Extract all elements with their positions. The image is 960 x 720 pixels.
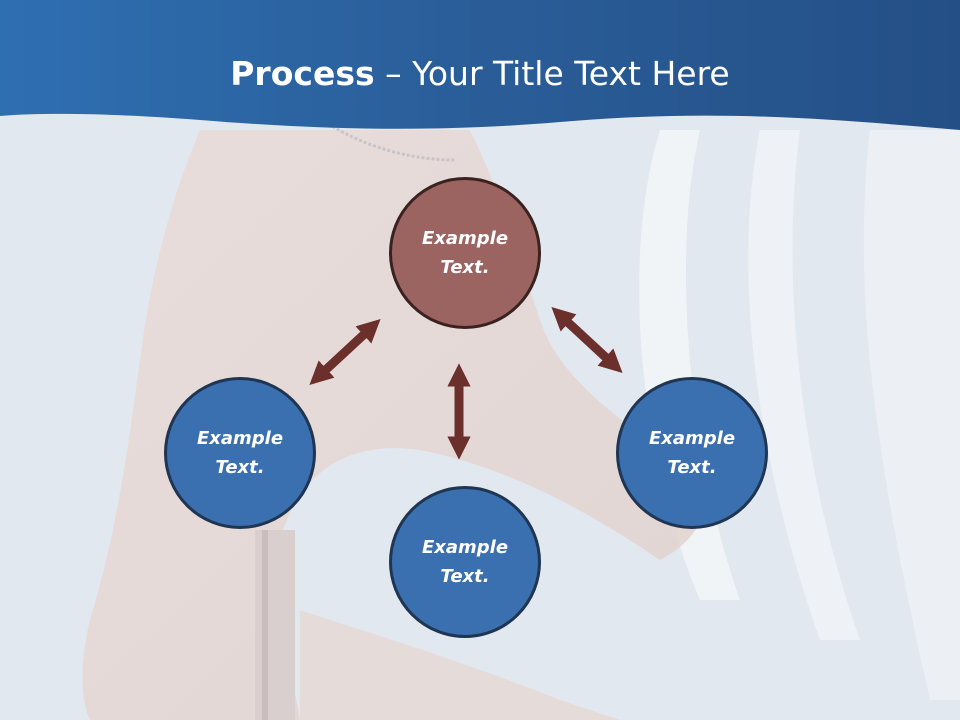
bg-stripe [748, 130, 860, 640]
header-band [0, 0, 960, 130]
title-rest: – Your Title Text Here [374, 54, 730, 93]
bg-stripe [863, 130, 960, 700]
left-node: Example Text. [164, 377, 316, 529]
page-title: Process – Your Title Text Here [0, 52, 960, 96]
left-node-label: Example Text. [196, 428, 284, 478]
bg-figure [82, 130, 705, 720]
center-node: Example Text. [389, 177, 541, 329]
title-bold: Process [230, 54, 375, 93]
bottom-node: Example Text. [389, 486, 541, 638]
bg-pole [255, 530, 295, 720]
right-node: Example Text. [616, 377, 768, 529]
center-node-label: Example Text. [421, 228, 509, 278]
bg-necklace [319, 116, 456, 162]
bg-pole-shine [262, 530, 268, 720]
right-node-label: Example Text. [648, 428, 736, 478]
bottom-node-label: Example Text. [421, 537, 509, 587]
bg-figure-leg [300, 610, 620, 720]
